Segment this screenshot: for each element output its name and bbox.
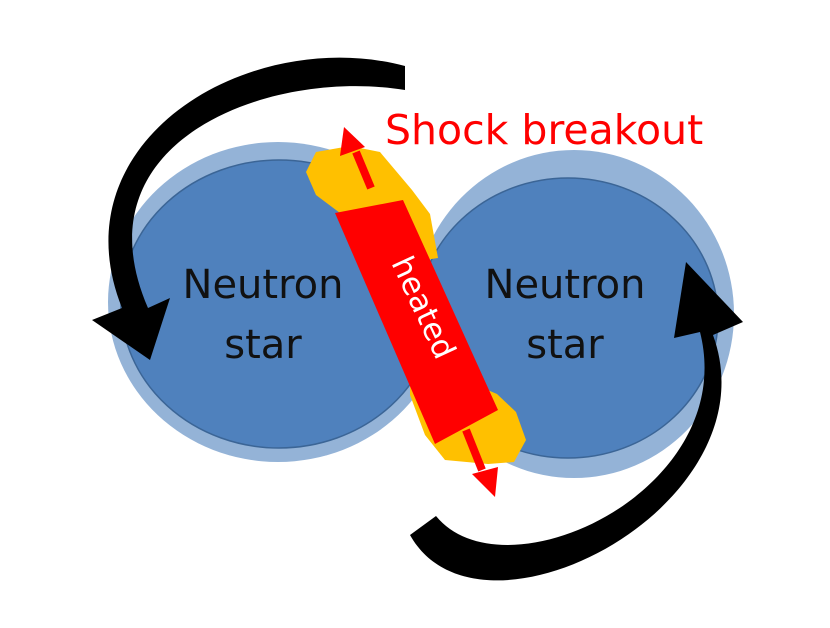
orbit-arrow-left	[92, 57, 405, 361]
shock-breakout-label: Shock breakout	[385, 106, 703, 154]
right-star-label-line2: star	[526, 322, 604, 368]
shock-arrow-down	[462, 428, 498, 497]
left-star-label-line1: Neutron	[183, 262, 344, 308]
right-star-label-line1: Neutron	[485, 262, 646, 308]
left-star-label-line2: star	[224, 322, 302, 368]
heated-band	[335, 200, 498, 444]
shock-arrow-up	[340, 127, 375, 190]
orbit-arrow-right	[410, 262, 743, 581]
